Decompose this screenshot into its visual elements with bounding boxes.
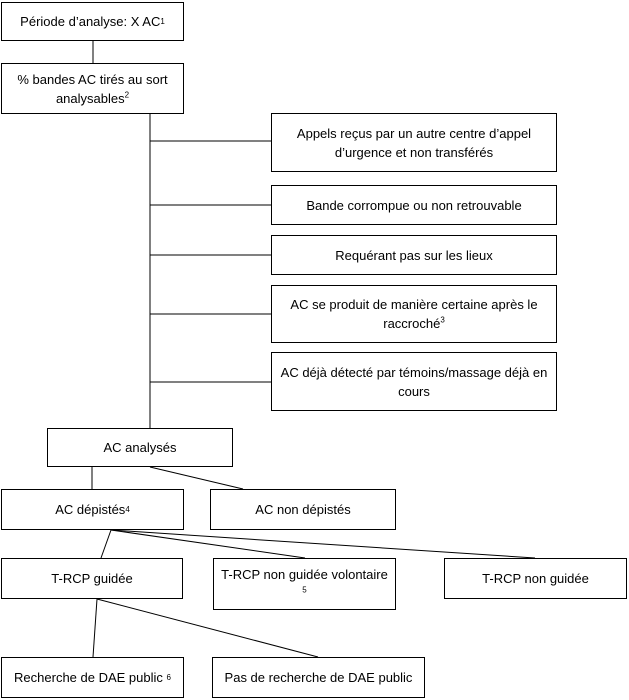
- connector-depistes-guidee: [100, 529, 112, 559]
- analyzable-tapes-label: % bandes AC tirés au sort analysables: [17, 71, 168, 106]
- public-aed-search-label: Recherche de DAE public: [14, 670, 163, 685]
- exclusion-box-after-hangup: AC se produit de manière certaine après …: [271, 285, 557, 343]
- connector-analyses-non-depistes: [149, 466, 244, 490]
- exclusion-label-after-hangup: AC se produit de manière certaine après …: [290, 297, 538, 331]
- public-aed-search-box: Recherche de DAE public 6: [1, 657, 184, 698]
- connector-depistes-non-guidee: [110, 529, 536, 559]
- analyzed-ac-label: AC analysés: [103, 440, 177, 455]
- exclusion-box-other-center: Appels reçus par un autre centre d’appel…: [271, 113, 557, 172]
- unguided-tcpr-label: T-RCP non guidée: [482, 571, 589, 586]
- analysis-period-label: Période d’analyse: X AC: [20, 14, 161, 29]
- exclusion-box-corrupted-tape: Bande corrompue ou non retrouvable: [271, 185, 557, 225]
- exclusion-label-already-detected: AC déjà détecté par témoins/massage déjà…: [280, 364, 548, 399]
- connector-depistes-non-guidee-vol: [110, 529, 306, 559]
- analyzable-tapes-box: % bandes AC tirés au sort analysables2: [1, 63, 184, 114]
- unguided-tcpr-box: T-RCP non guidée: [444, 558, 627, 599]
- analyzed-ac-box: AC analysés: [47, 428, 233, 467]
- connector-guidee-recherche: [92, 598, 98, 658]
- exclusion-box-already-detected: AC déjà détecté par témoins/massage déjà…: [271, 352, 557, 411]
- analyzable-tapes-footnote: 2: [124, 90, 130, 100]
- exclusion-label-corrupted-tape: Bande corrompue ou non retrouvable: [306, 197, 522, 213]
- no-public-aed-search-label: Pas de recherche de DAE public: [224, 670, 413, 685]
- exclusion-label-other-center: Appels reçus par un autre centre d’appel…: [296, 125, 532, 160]
- unscreened-ac-label: AC non dépistés: [255, 502, 351, 517]
- voluntary-unguided-tcpr-box: T-RCP non guidée volontaire 5: [213, 558, 396, 610]
- connector-guidee-pas-recherche: [96, 598, 319, 658]
- guided-tcpr-label: T-RCP guidée: [51, 571, 133, 586]
- unscreened-ac-box: AC non dépistés: [210, 489, 396, 530]
- voluntary-unguided-tcpr-label: T-RCP non guidée volontaire: [221, 567, 388, 582]
- screened-ac-label: AC dépistés: [55, 502, 126, 517]
- exclusion-box-caller-absent: Requérant pas sur les lieux: [271, 235, 557, 275]
- exclusion-label-caller-absent: Requérant pas sur les lieux: [335, 247, 493, 263]
- guided-tcpr-box: T-RCP guidée: [1, 558, 183, 599]
- voluntary-unguided-tcpr-footnote: 5: [302, 585, 307, 595]
- exclusion-footnote-after-hangup: 3: [440, 315, 445, 325]
- no-public-aed-search-box: Pas de recherche de DAE public: [212, 657, 425, 698]
